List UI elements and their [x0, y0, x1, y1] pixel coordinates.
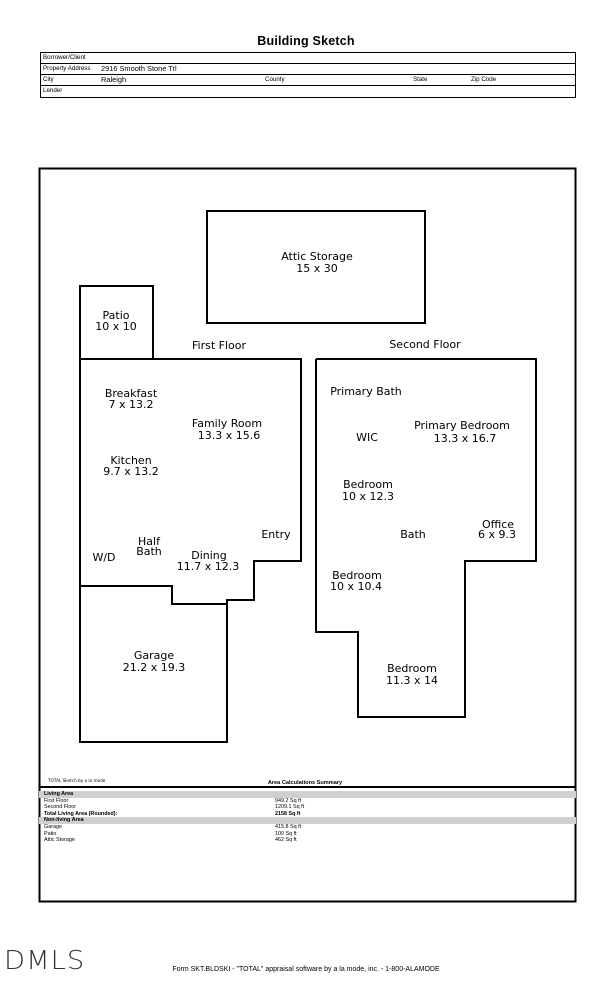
bedroom-2-label: Bedroom	[332, 569, 382, 582]
entry-label: Entry	[261, 528, 291, 541]
primary-bath-label: Primary Bath	[330, 385, 402, 398]
summary-row-first-floor: First Floor 949.2 Sq ft	[44, 797, 302, 804]
lender-label: Lender	[43, 87, 63, 94]
kitchen-dims: 9.7 x 13.2	[103, 465, 159, 478]
form-footer: Form SKT.BLDSKI - "TOTAL" appraisal soft…	[172, 966, 440, 973]
document-title: Building Sketch	[257, 34, 355, 48]
breakfast-label: Breakfast	[105, 387, 158, 400]
city-label: City	[43, 76, 54, 83]
living-area-header: Living Area	[39, 791, 576, 798]
address-row: Property Address 2916 Smooth Stone Trl	[41, 64, 575, 75]
bedroom-2-dims: 10 x 10.4	[330, 580, 382, 593]
first-floor-label: First Floor	[192, 339, 246, 352]
second-floor-label: Second Floor	[389, 338, 461, 351]
property-header-table: Borrower/Client Property Address 2916 Sm…	[40, 52, 576, 98]
wd-label: W/D	[92, 551, 115, 564]
patio-dims: 10 x 10	[95, 320, 137, 333]
non-living-area-header: Non-living Area	[39, 817, 576, 824]
half-bath-label-2: Bath	[136, 545, 162, 558]
city-value: Raleigh	[101, 75, 127, 84]
summary-row-total: Total Living Area (Rounded): 2158 Sq ft	[44, 810, 301, 817]
attic-storage-outline	[206, 210, 426, 324]
summary-row-garage: Garage 415.8 Sq ft	[44, 823, 302, 830]
sketch-credit: TOTAL Sketch by a la mode	[47, 778, 106, 783]
summary-row-attic-storage: Attic Storage 462 Sq ft	[44, 837, 297, 844]
kitchen-label: Kitchen	[110, 454, 151, 467]
primary-bedroom-label: Primary Bedroom	[414, 419, 510, 432]
attic-storage-dims: 15 x 30	[296, 262, 338, 275]
family-room-label: Family Room	[192, 417, 262, 430]
office-dims: 6 x 9.3	[478, 528, 516, 541]
garage-dims: 21.2 x 19.3	[123, 661, 186, 674]
second-floor-outline	[315, 358, 537, 718]
lender-row: Lender	[41, 86, 575, 97]
borrower-label: Borrower/Client	[43, 54, 86, 61]
primary-bedroom-dims: 13.3 x 16.7	[434, 432, 497, 445]
area-summary: Living Area First Floor 949.2 Sq ft Seco…	[39, 787, 576, 844]
dining-label: Dining	[191, 549, 227, 562]
summary-row-second-floor: Second Floor 1209.1 Sq ft	[44, 804, 305, 811]
breakfast-dims: 7 x 13.2	[109, 398, 154, 411]
sketch-frame	[38, 167, 577, 903]
address-value: 2916 Smooth Stone Trl	[101, 64, 177, 73]
summary-row-patio: Patio 100 Sq ft	[44, 830, 297, 837]
garage-outline	[79, 586, 228, 743]
summary-title: Area Calculations Summary	[268, 780, 343, 786]
bath-label: Bath	[400, 528, 426, 541]
county-label: County	[265, 76, 285, 83]
garage-label: Garage	[134, 649, 175, 662]
wic-label: WIC	[356, 431, 378, 444]
family-room-dims: 13.3 x 15.6	[198, 429, 261, 442]
state-label: State	[413, 76, 428, 83]
bedroom-1-label: Bedroom	[343, 478, 393, 491]
dmls-logo: DMLS	[4, 946, 86, 976]
office-label: Office	[482, 518, 514, 531]
zip-label: Zip Code	[471, 76, 497, 83]
address-label: Property Address	[43, 65, 91, 72]
attic-storage-label: Attic Storage	[281, 250, 353, 263]
bedroom-1-dims: 10 x 12.3	[342, 490, 394, 503]
bedroom-3-label: Bedroom	[387, 662, 437, 675]
dining-dims: 11.7 x 12.3	[177, 560, 240, 573]
bedroom-3-dims: 11.3 x 14	[386, 674, 438, 687]
city-row: City Raleigh County State Zip Code	[41, 75, 575, 86]
half-bath-label-1: Half	[138, 535, 161, 548]
patio-label: Patio	[103, 309, 130, 322]
borrower-row: Borrower/Client	[41, 53, 575, 64]
